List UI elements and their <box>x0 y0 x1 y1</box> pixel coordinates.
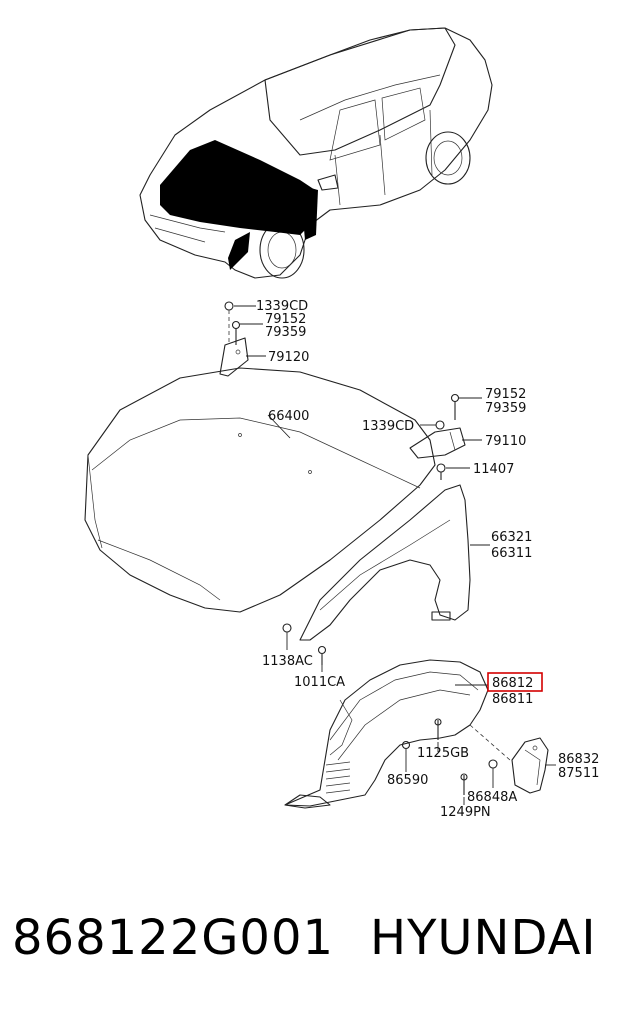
parts-diagram: 1339CD 79152 79359 79120 79152 79359 664… <box>84 27 599 820</box>
label-1339CD-top: 1339CD <box>256 299 308 314</box>
clip-86590 <box>401 740 411 772</box>
label-79110: 79110 <box>485 434 526 449</box>
label-1249PN: 1249PN <box>440 805 491 820</box>
label-86832: 86832 <box>558 752 599 767</box>
label-1138AC: 1138AC <box>262 654 313 669</box>
label-86811: 86811 <box>492 692 533 707</box>
screw-1249PN <box>460 773 468 805</box>
inner-fender-liner-86812 <box>284 659 489 809</box>
car-illustration <box>139 27 493 279</box>
label-86812: 86812 <box>492 676 533 691</box>
part-number: 868122G001 <box>12 910 335 966</box>
screw-1125GB <box>434 718 442 752</box>
hood-hinge-left <box>219 301 249 377</box>
clip-86848A <box>488 759 498 788</box>
hood-66400 <box>84 367 436 613</box>
fastener-1138AC <box>282 623 292 650</box>
label-79359-right: 79359 <box>485 401 526 416</box>
fender-66321 <box>299 484 471 641</box>
label-1125GB: 1125GB <box>417 746 469 761</box>
brand-name: HYUNDAI <box>370 910 597 966</box>
label-79359-top: 79359 <box>265 325 306 340</box>
hood-hinge-right <box>409 393 466 480</box>
label-1011CA: 1011CA <box>294 675 345 690</box>
label-66400: 66400 <box>268 409 309 424</box>
label-66321: 66321 <box>491 530 532 545</box>
label-79152-right: 79152 <box>485 387 526 402</box>
label-66311: 66311 <box>491 546 532 561</box>
label-87511: 87511 <box>558 766 599 781</box>
fastener-1011CA <box>317 645 327 672</box>
hood-highlight <box>160 140 315 235</box>
mud-guard-86832 <box>511 737 549 794</box>
label-1339CD-right: 1339CD <box>362 419 414 434</box>
label-79120: 79120 <box>268 350 309 365</box>
label-11407: 11407 <box>473 462 514 477</box>
label-79152-top: 79152 <box>265 312 306 327</box>
highlight-box-86812 <box>487 672 543 692</box>
label-86848A: 86848A <box>467 790 517 805</box>
label-86590: 86590 <box>387 773 428 788</box>
